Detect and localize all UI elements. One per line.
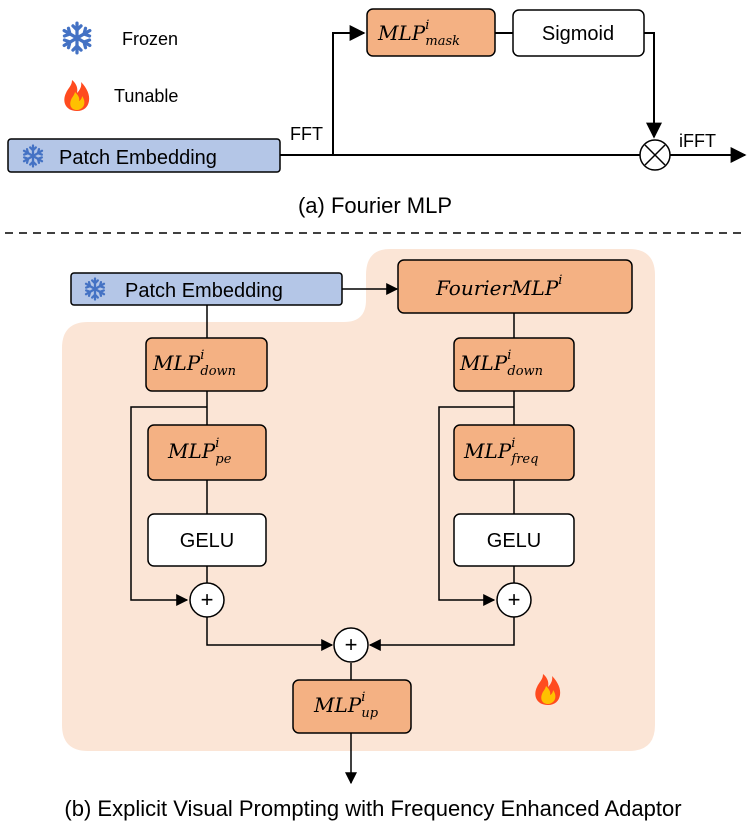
left-add-symbol: + [201, 587, 214, 612]
multiply-x-stroke-2 [644, 144, 666, 166]
right-to-merge-arrow [368, 617, 515, 651]
right-add-node [496, 582, 532, 618]
merge-add-node [333, 627, 369, 663]
left-gelu-box [147, 513, 267, 567]
legend-tunable-label: Tunable [114, 86, 178, 106]
caption-a: (a) Fourier MLP [298, 193, 452, 218]
region-flame-icon [535, 674, 561, 705]
left-add-node [189, 582, 225, 618]
ifft-label: iFFT [679, 131, 716, 151]
left-mlp-pe-box [147, 424, 267, 481]
right-gelu-label: GELU [487, 530, 541, 552]
fft-label: FFT [290, 124, 323, 144]
right-residual-arrow [438, 406, 514, 606]
patch-embedding-box-b [70, 272, 343, 306]
right-mlp-freq-box [453, 424, 575, 481]
right-add-symbol: + [508, 587, 521, 612]
sigmoid-box [512, 9, 645, 57]
patch-embedding-box-a [7, 138, 281, 173]
frozen-snowflake-icon [62, 21, 92, 55]
right-mlp-down-box [453, 337, 575, 392]
left-residual-arrow [130, 406, 207, 606]
mlp-mask-box [366, 8, 496, 57]
patch-embedding-label-a: Patch Embedding [59, 147, 217, 169]
right-gelu-box [453, 513, 575, 567]
caption-b: (b) Explicit Visual Prompting with Frequ… [64, 796, 681, 821]
left-to-merge-arrow [206, 617, 334, 651]
fourier-mlp-label: FourierMLPi [435, 273, 562, 300]
patch-embedding-label-b: Patch Embedding [125, 280, 283, 302]
fourier-mlp-box [397, 259, 633, 314]
legend: Frozen Tunable [62, 21, 178, 111]
fft-branch-arrow [332, 25, 366, 155]
sigmoid-to-multiply-arrow [644, 32, 662, 139]
mlp-up-box [292, 679, 412, 734]
tunable-flame-icon [64, 80, 90, 111]
sigmoid-label: Sigmoid [542, 23, 614, 45]
legend-frozen-label: Frozen [122, 29, 178, 49]
left-gelu-label: GELU [180, 530, 234, 552]
tunable-region [62, 249, 655, 751]
left-mlp-down-box [145, 337, 268, 392]
merge-add-symbol: + [345, 632, 358, 657]
